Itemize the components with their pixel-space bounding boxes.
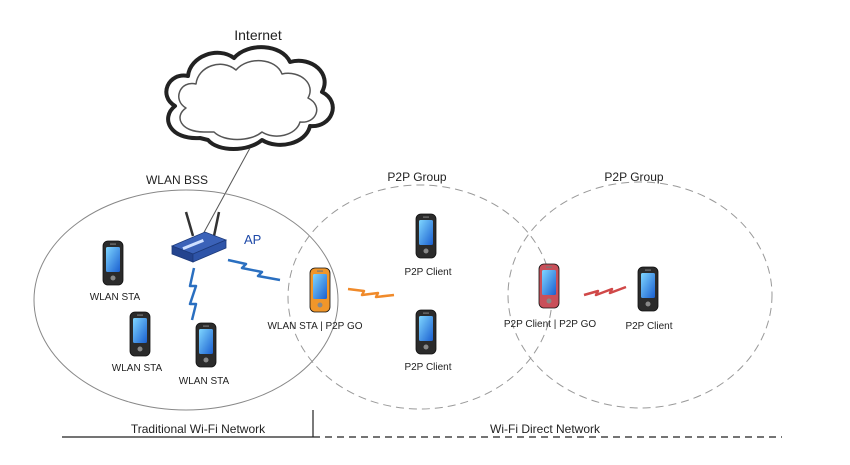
internet-cloud-icon: [164, 45, 335, 151]
ap-label: AP: [244, 232, 261, 247]
label-p2p-client-top: P2P Client: [404, 267, 451, 278]
phone-icon-wlan-sta-bottom-left: [129, 311, 151, 357]
internet-label: Internet: [234, 27, 282, 43]
p2p-group-2-label: P2P Group: [604, 170, 663, 184]
p2p-group-2-boundary: [507, 181, 773, 409]
p2p-group-1-label: P2P Group: [387, 170, 446, 184]
phone-icon-wlan-sta-left: [102, 240, 124, 286]
link-go-to-client: [347, 287, 395, 299]
internet-uplink: [201, 147, 251, 237]
label-p2p-client-go: P2P Client | P2P GO: [504, 319, 596, 330]
phone-icon-p2p-client-bottom: [415, 309, 437, 355]
label-p2p-client-right: P2P Client: [625, 321, 672, 332]
wlan-bss-boundary: [33, 189, 339, 411]
router-icon: [170, 211, 228, 263]
label-wlan-sta-p2p-go: WLAN STA | P2P GO: [267, 321, 362, 332]
phone-icon-p2p-client-top: [415, 213, 437, 259]
phone-icon-wlan-sta-bottom-center: [195, 322, 217, 368]
wlan-bss-label: WLAN BSS: [146, 173, 208, 187]
label-wlan-sta-bottom-left: WLAN STA: [112, 363, 163, 374]
phone-icon-p2p-client-right: [637, 266, 659, 312]
link-go2-to-client: [583, 285, 627, 297]
link-ap-to-sta: [188, 267, 198, 321]
label-wlan-sta-left: WLAN STA: [90, 292, 141, 303]
label-p2p-client-bottom: P2P Client: [404, 362, 451, 373]
label-traditional-network: Traditional Wi-Fi Network: [131, 422, 266, 436]
link-ap-to-go: [227, 258, 281, 282]
phone-icon-p2p-client-go: [538, 263, 560, 309]
label-direct-network: Wi-Fi Direct Network: [490, 422, 601, 436]
phone-icon-wlan-sta-p2p-go: [309, 267, 331, 313]
label-wlan-sta-bottom-center: WLAN STA: [179, 376, 230, 387]
